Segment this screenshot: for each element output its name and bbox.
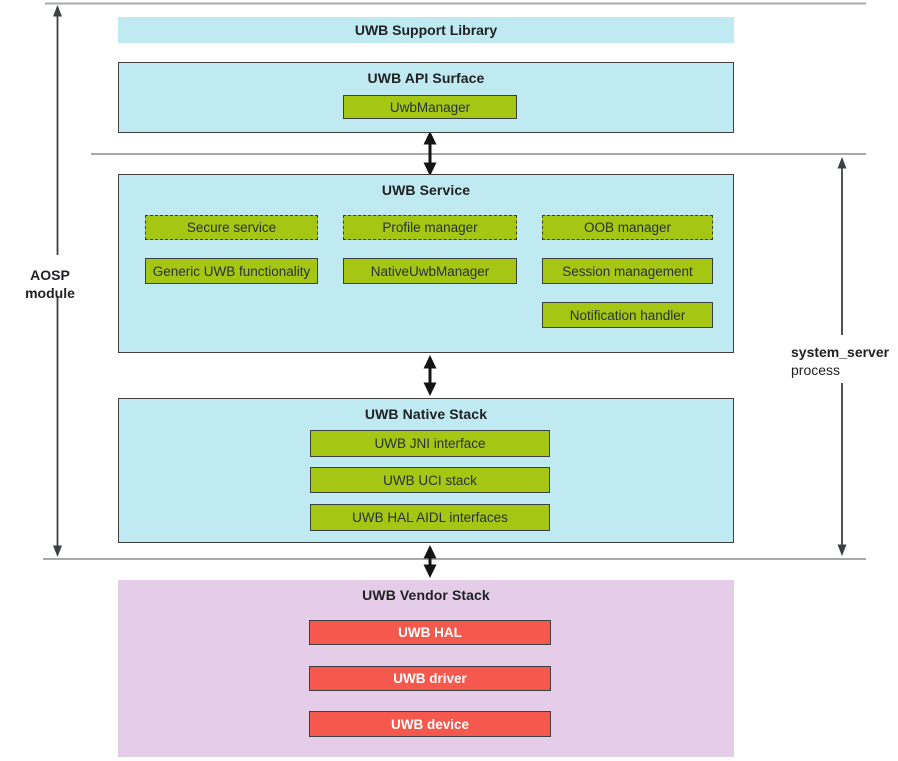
uwb-uci-stack-chip: UWB UCI stack <box>310 467 550 493</box>
oob-manager-chip: OOB manager <box>542 215 713 240</box>
uwb-service-title: UWB Service <box>381 182 471 198</box>
uwb-jni-interface-chip: UWB JNI interface <box>310 430 550 457</box>
uwb-support-library-bar: UWB Support Library <box>118 17 734 43</box>
system-server-label-line2: process <box>791 362 841 378</box>
uwb-hal-chip: UWB HAL <box>309 620 551 645</box>
aosp-module-label: AOSP module <box>25 267 75 301</box>
system-server-label-line1: system_server <box>791 344 890 360</box>
notification-handler-chip: Notification handler <box>542 302 713 328</box>
uwb-api-surface-title: UWB API Surface <box>367 70 485 86</box>
uwbmanager-chip: UwbManager <box>343 95 517 119</box>
nativeuwbmanager-chip: NativeUwbManager <box>343 258 517 284</box>
secure-service-chip: Secure service <box>145 215 318 240</box>
uwb-native-stack-title: UWB Native Stack <box>364 406 488 422</box>
uwb-device-chip: UWB device <box>309 711 551 737</box>
native-to-vendor-arrow <box>423 545 437 578</box>
uwb-driver-chip: UWB driver <box>309 666 551 691</box>
session-management-chip: Session management <box>542 258 713 284</box>
system-server-process-label: system_server process <box>791 343 891 379</box>
uwb-hal-aidl-interfaces-chip: UWB HAL AIDL interfaces <box>310 504 550 531</box>
api-to-service-arrow <box>423 131 437 176</box>
uwb-vendor-stack-title: UWB Vendor Stack <box>362 587 490 603</box>
profile-manager-chip: Profile manager <box>343 215 517 240</box>
generic-uwb-functionality-chip: Generic UWB functionality <box>145 258 318 284</box>
service-to-native-arrow <box>423 355 437 396</box>
uwb-support-library-title: UWB Support Library <box>354 22 498 38</box>
